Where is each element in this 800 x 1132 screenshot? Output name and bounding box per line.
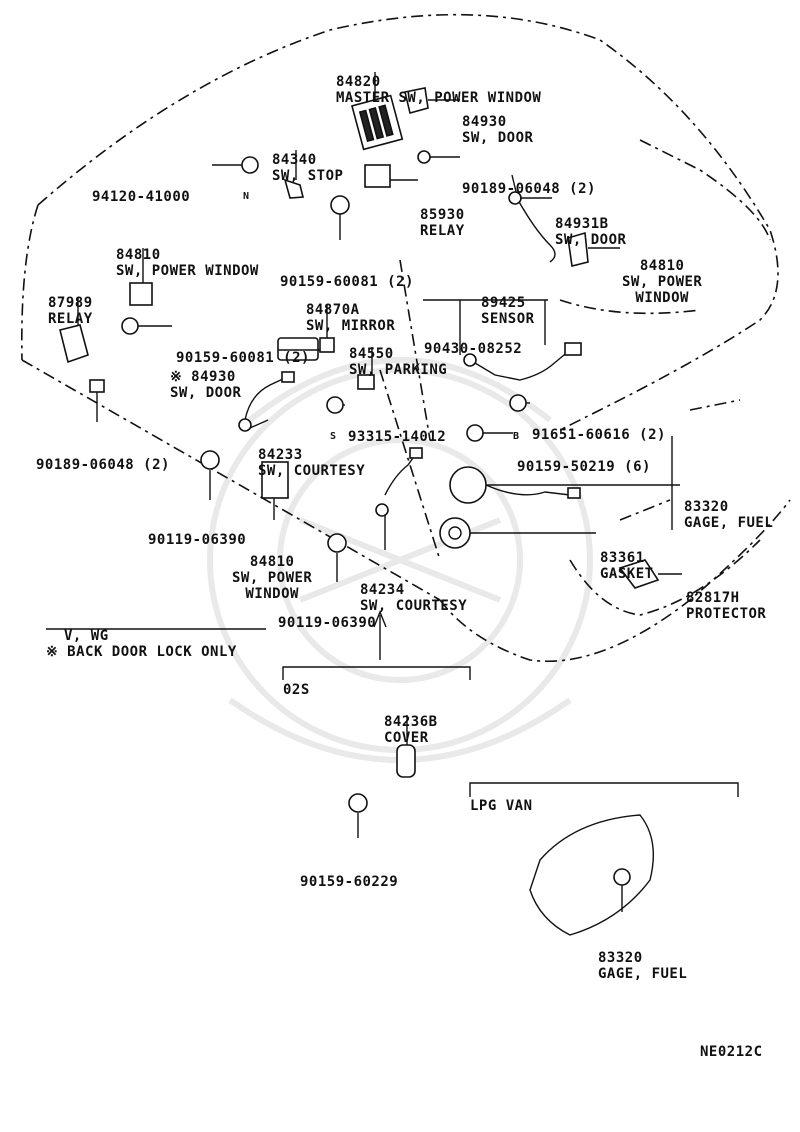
nut-marker: N [243, 191, 250, 202]
note-variant: V, WG [64, 628, 109, 644]
leader-lines [46, 72, 739, 912]
label-bolt-60229: 90159-60229 [300, 874, 399, 890]
label-nut: 94120-41000 [92, 189, 191, 205]
label-bolt-60616: 91651-60616 (2) [532, 427, 666, 443]
bolt-marker-b: B [513, 431, 520, 442]
note-back-door: ※ BACK DOOR LOCK ONLY [46, 644, 237, 660]
label-bolt-6048-top: 90189-06048 (2) [462, 181, 596, 197]
group-02s: 02S [283, 682, 310, 698]
label-bolt-50219: 90159-50219 (6) [517, 459, 651, 475]
part-shapes [59, 87, 660, 936]
label-screw-14012: 93315-14012 [348, 429, 447, 445]
label-bolt-6048-left: 90189-06048 (2) [36, 457, 170, 473]
label-bolt-60081-left: 90159-60081 (2) [176, 350, 310, 366]
group-lpg-van: LPG VAN [470, 798, 533, 814]
vehicle-outline [21, 13, 791, 663]
label-screw-06390-b: 90119-06390 [278, 615, 377, 631]
screw-marker-s: S [330, 431, 337, 442]
label-bolt-60081-mid: 90159-60081 (2) [280, 274, 414, 290]
diagram-code: NE0212C [700, 1044, 763, 1060]
label-screw-06390-a: 90119-06390 [148, 532, 247, 548]
label-screw-08252: 90430-08252 [424, 341, 523, 357]
